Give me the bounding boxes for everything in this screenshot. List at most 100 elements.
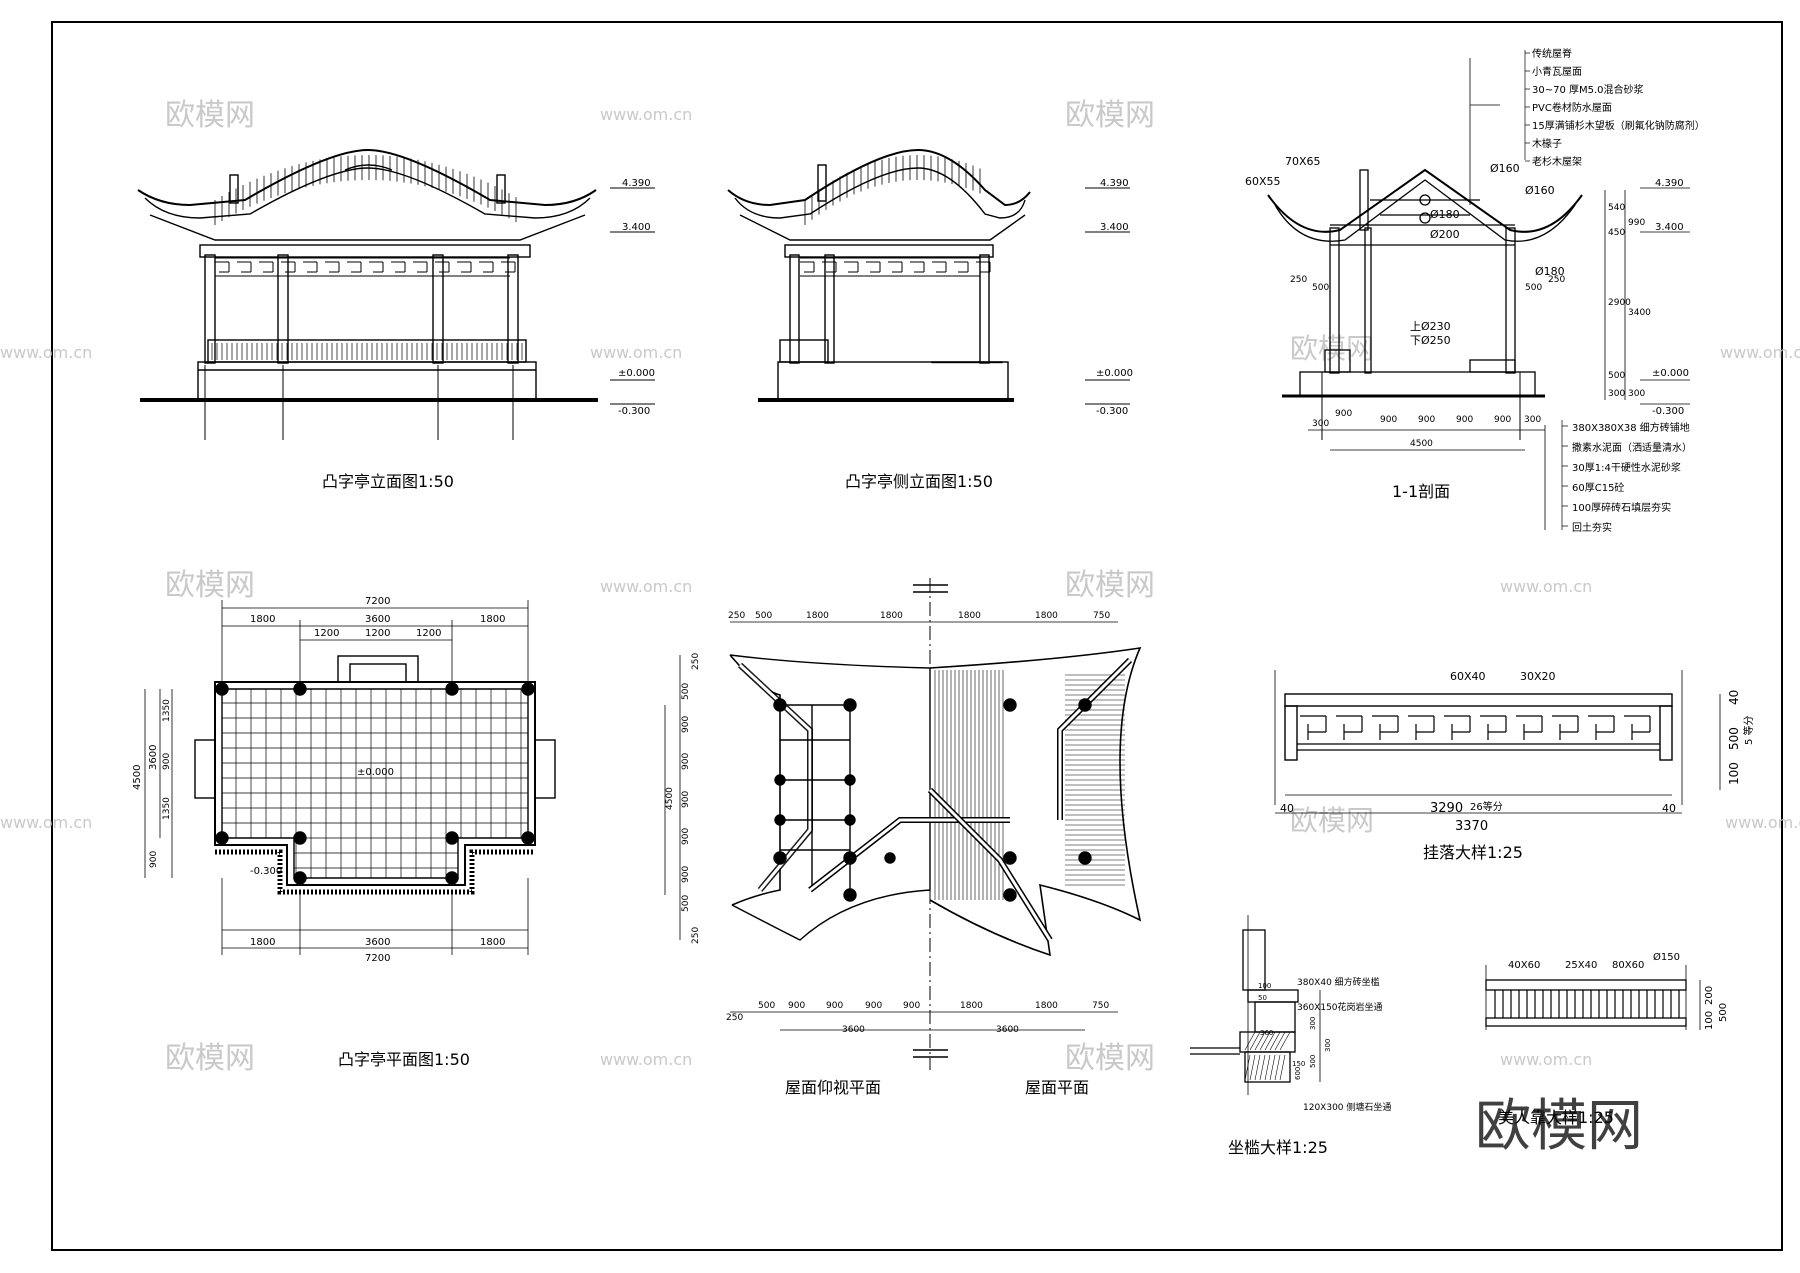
roof-dim-left: 900 bbox=[681, 828, 691, 845]
roof-dim-top: 750 bbox=[1093, 611, 1110, 621]
roof-dim-left: 900 bbox=[681, 791, 691, 808]
label-v300b: 300 bbox=[1628, 389, 1645, 399]
ridge-ornament bbox=[344, 164, 393, 171]
roof-layer: 老杉木屋架 bbox=[1532, 155, 1582, 168]
roof-dim-bottom-total: 3600 bbox=[996, 1025, 1019, 1035]
hanging-lattice-size: 30X20 bbox=[1520, 670, 1556, 683]
hanging-lattice bbox=[800, 257, 991, 277]
column bbox=[507, 254, 519, 364]
rail-detail-labels: 40X60 25X40 80X60 Ø150 200 100 500 bbox=[1508, 951, 1729, 1030]
label-rafter-a: 60X55 bbox=[1245, 175, 1281, 188]
label-500a: 500 bbox=[1312, 283, 1329, 293]
watermark-logo-text: 欧模网 bbox=[1065, 1041, 1155, 1076]
label-d200: Ø200 bbox=[1430, 228, 1460, 241]
seat-rail bbox=[207, 339, 527, 363]
label-250a: 250 bbox=[1290, 275, 1307, 285]
label-500b: 500 bbox=[1525, 283, 1542, 293]
dim-left-seg: 1350 bbox=[162, 699, 172, 722]
column bbox=[824, 254, 835, 364]
watermark-url-text: www.om.cn bbox=[590, 343, 682, 362]
watermark-url-text: www.om.cn bbox=[0, 813, 92, 832]
roof-dim-top: 500 bbox=[755, 611, 772, 621]
label-d180b: Ø180 bbox=[1535, 265, 1565, 278]
label-v540: 540 bbox=[1608, 203, 1625, 213]
side-elevation-levels: 4.390 3.400 ±0.000 -0.300 bbox=[1085, 178, 1133, 417]
plan-drawing bbox=[194, 655, 556, 895]
hanging-dim-v40: 40 bbox=[1727, 690, 1741, 705]
column bbox=[432, 254, 444, 364]
section-levels: 4.390 3.400 ±0.000 -0.300 bbox=[1652, 178, 1689, 417]
rail-label: 200 bbox=[1704, 986, 1715, 1005]
roof-dim-left: 900 bbox=[681, 716, 691, 733]
dim-left-seg: 1350 bbox=[162, 797, 172, 820]
level-eave: 3.400 bbox=[1655, 222, 1684, 233]
rail-label: 500 bbox=[1718, 1003, 1729, 1022]
seat-dim: 300 bbox=[1309, 1017, 1317, 1030]
seat-label: 120X300 侧塘石坐通 bbox=[1303, 1101, 1391, 1113]
roof-layer: 小青瓦屋面 bbox=[1532, 65, 1582, 78]
title-hanging-detail: 挂落大样1:25 bbox=[1423, 843, 1523, 862]
label-d160a: Ø160 bbox=[1490, 162, 1520, 175]
label-v990: 990 bbox=[1628, 218, 1645, 228]
seat-dim: 50 bbox=[1258, 994, 1267, 1002]
watermark-url-text: www.om.cn bbox=[600, 105, 692, 124]
roof-dim-left: 500 bbox=[681, 895, 691, 912]
floor-tile-grid bbox=[222, 689, 528, 878]
side-step bbox=[534, 739, 556, 799]
label-v500: 500 bbox=[1608, 371, 1625, 381]
watermark-logo-text: 欧模网 bbox=[165, 1041, 255, 1076]
column bbox=[1505, 227, 1516, 374]
watermark-url-text: www.om.cn bbox=[0, 343, 92, 362]
hanging-dim-v100: 100 bbox=[1727, 762, 1741, 785]
level-ridge: 4.390 bbox=[1100, 178, 1129, 189]
floor-layer: 60厚C15砼 bbox=[1572, 481, 1624, 494]
plan-ground-level: -0.300 bbox=[250, 866, 282, 877]
floor-layer: 撒素水泥面（洒适量清水） bbox=[1572, 441, 1692, 454]
watermark-url-text: www.om.cn bbox=[1500, 1050, 1592, 1069]
seat-label: 380X40 细方砖坐槛 bbox=[1297, 976, 1380, 988]
roof-layer-notes: 传统屋脊 小青瓦屋面 30~70 厚M5.0混合砂浆 PVC卷材防水屋面 15厚… bbox=[1532, 47, 1705, 168]
dim-top-inner: 1200 bbox=[314, 628, 339, 639]
watermark-logo-text: 欧模网 bbox=[1290, 332, 1374, 365]
label-250b: 250 bbox=[1548, 275, 1565, 285]
floor-layer-leader-lines bbox=[1561, 420, 1568, 530]
roof-dim-left-total: 4500 bbox=[665, 787, 675, 810]
hanging-dim-40b: 40 bbox=[1662, 802, 1676, 815]
level-floor: ±0.000 bbox=[1652, 368, 1689, 379]
column bbox=[979, 254, 990, 364]
watermark-url-text: www.om.cn bbox=[1500, 577, 1592, 596]
title-plan: 凸字亭平面图1:50 bbox=[338, 1050, 470, 1069]
side-elevation bbox=[727, 148, 1031, 402]
roof-dim-top: 250 bbox=[728, 611, 745, 621]
watermark-url-text: www.om.cn bbox=[1720, 343, 1800, 362]
hanging-frame-size: 60X40 bbox=[1450, 670, 1486, 683]
section-drawing bbox=[1267, 168, 1583, 440]
roof-dim-bottom: 900 bbox=[788, 1001, 805, 1011]
dim-left-total: 4500 bbox=[132, 765, 143, 790]
roof-dim-bottom: 250 bbox=[726, 1013, 743, 1023]
roof-plan-dim-labels: 250 500 1800 1800 1800 1800 750 250 500 … bbox=[665, 611, 1110, 1035]
roof-eave-curve bbox=[137, 148, 597, 207]
sheet-border bbox=[51, 21, 1783, 1251]
seat-detail bbox=[1190, 915, 1321, 1095]
roof-dim-bottom-total: 3600 bbox=[842, 1025, 865, 1035]
label-col-bot: 下Ø250 bbox=[1410, 334, 1451, 347]
seat-dim: 150 bbox=[1292, 1060, 1305, 1068]
label-h900b: 900 bbox=[1380, 415, 1397, 425]
label-d180a: Ø180 bbox=[1430, 208, 1460, 221]
watermarks: 欧模网 www.om.cn 欧模网 www.om.cn 欧模网 www.om.c… bbox=[0, 98, 1800, 1076]
section-dim-lines bbox=[1308, 58, 1690, 530]
watermark-url-text: www.om.cn bbox=[1725, 813, 1800, 832]
column bbox=[789, 254, 800, 364]
dim-top-seg: 3600 bbox=[365, 614, 390, 625]
roof-layer: PVC卷材防水屋面 bbox=[1532, 101, 1612, 114]
hanging-detail bbox=[1274, 670, 1721, 814]
watermark-url-text: www.om.cn bbox=[600, 1050, 692, 1069]
plan-dimensions bbox=[144, 600, 529, 955]
roof-dim-bottom: 500 bbox=[758, 1001, 775, 1011]
ridge-end bbox=[496, 174, 506, 204]
hanging-dim-v500: 500 bbox=[1727, 727, 1741, 750]
label-d160b: Ø160 bbox=[1525, 184, 1555, 197]
roof-layer: 15厚满铺杉木望板（刷氟化钠防腐剂） bbox=[1532, 119, 1705, 132]
